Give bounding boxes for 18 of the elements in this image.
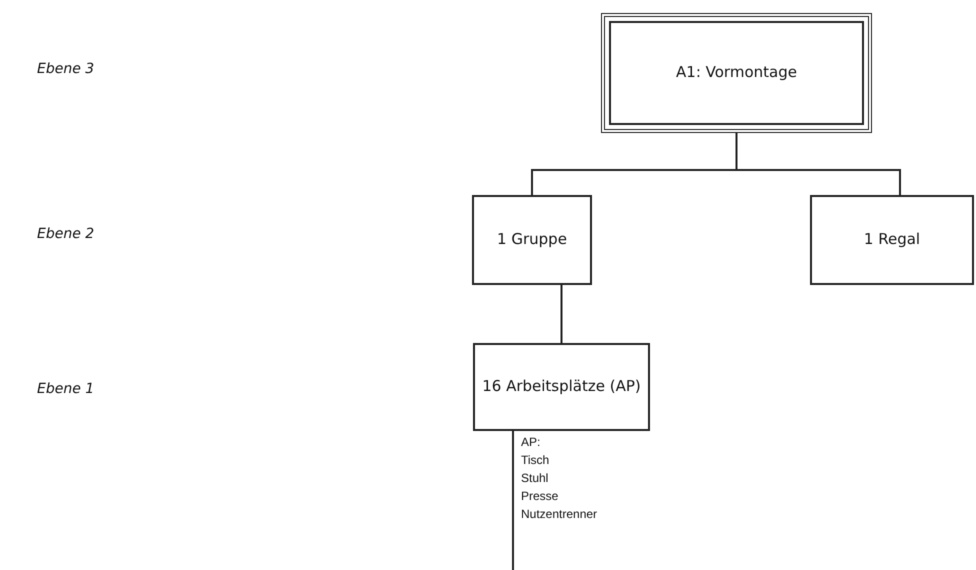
list-item: AP:: [521, 435, 540, 449]
level-label: Ebene 2: [37, 226, 94, 242]
box-label: A1: Vormontage: [675, 62, 798, 84]
org-box: [473, 343, 650, 431]
org-box: [810, 195, 974, 285]
org-box: [472, 195, 592, 285]
level-label: Ebene 3: [37, 61, 94, 77]
root-box: [601, 13, 872, 133]
connector-line: [512, 431, 514, 570]
box-label: 1 Gruppe: [496, 229, 568, 250]
box-label: 1 Regal: [862, 229, 922, 250]
box-label: 16 Arbeitsplätze (AP): [481, 376, 642, 398]
list-item: Stuhl: [521, 471, 548, 485]
level-label: Ebene 1: [37, 381, 94, 397]
list-item: Presse: [521, 489, 558, 503]
connector-line: [560, 285, 562, 343]
list-item: Tisch: [521, 453, 550, 467]
list-item: Nutzentrenner: [521, 507, 598, 521]
